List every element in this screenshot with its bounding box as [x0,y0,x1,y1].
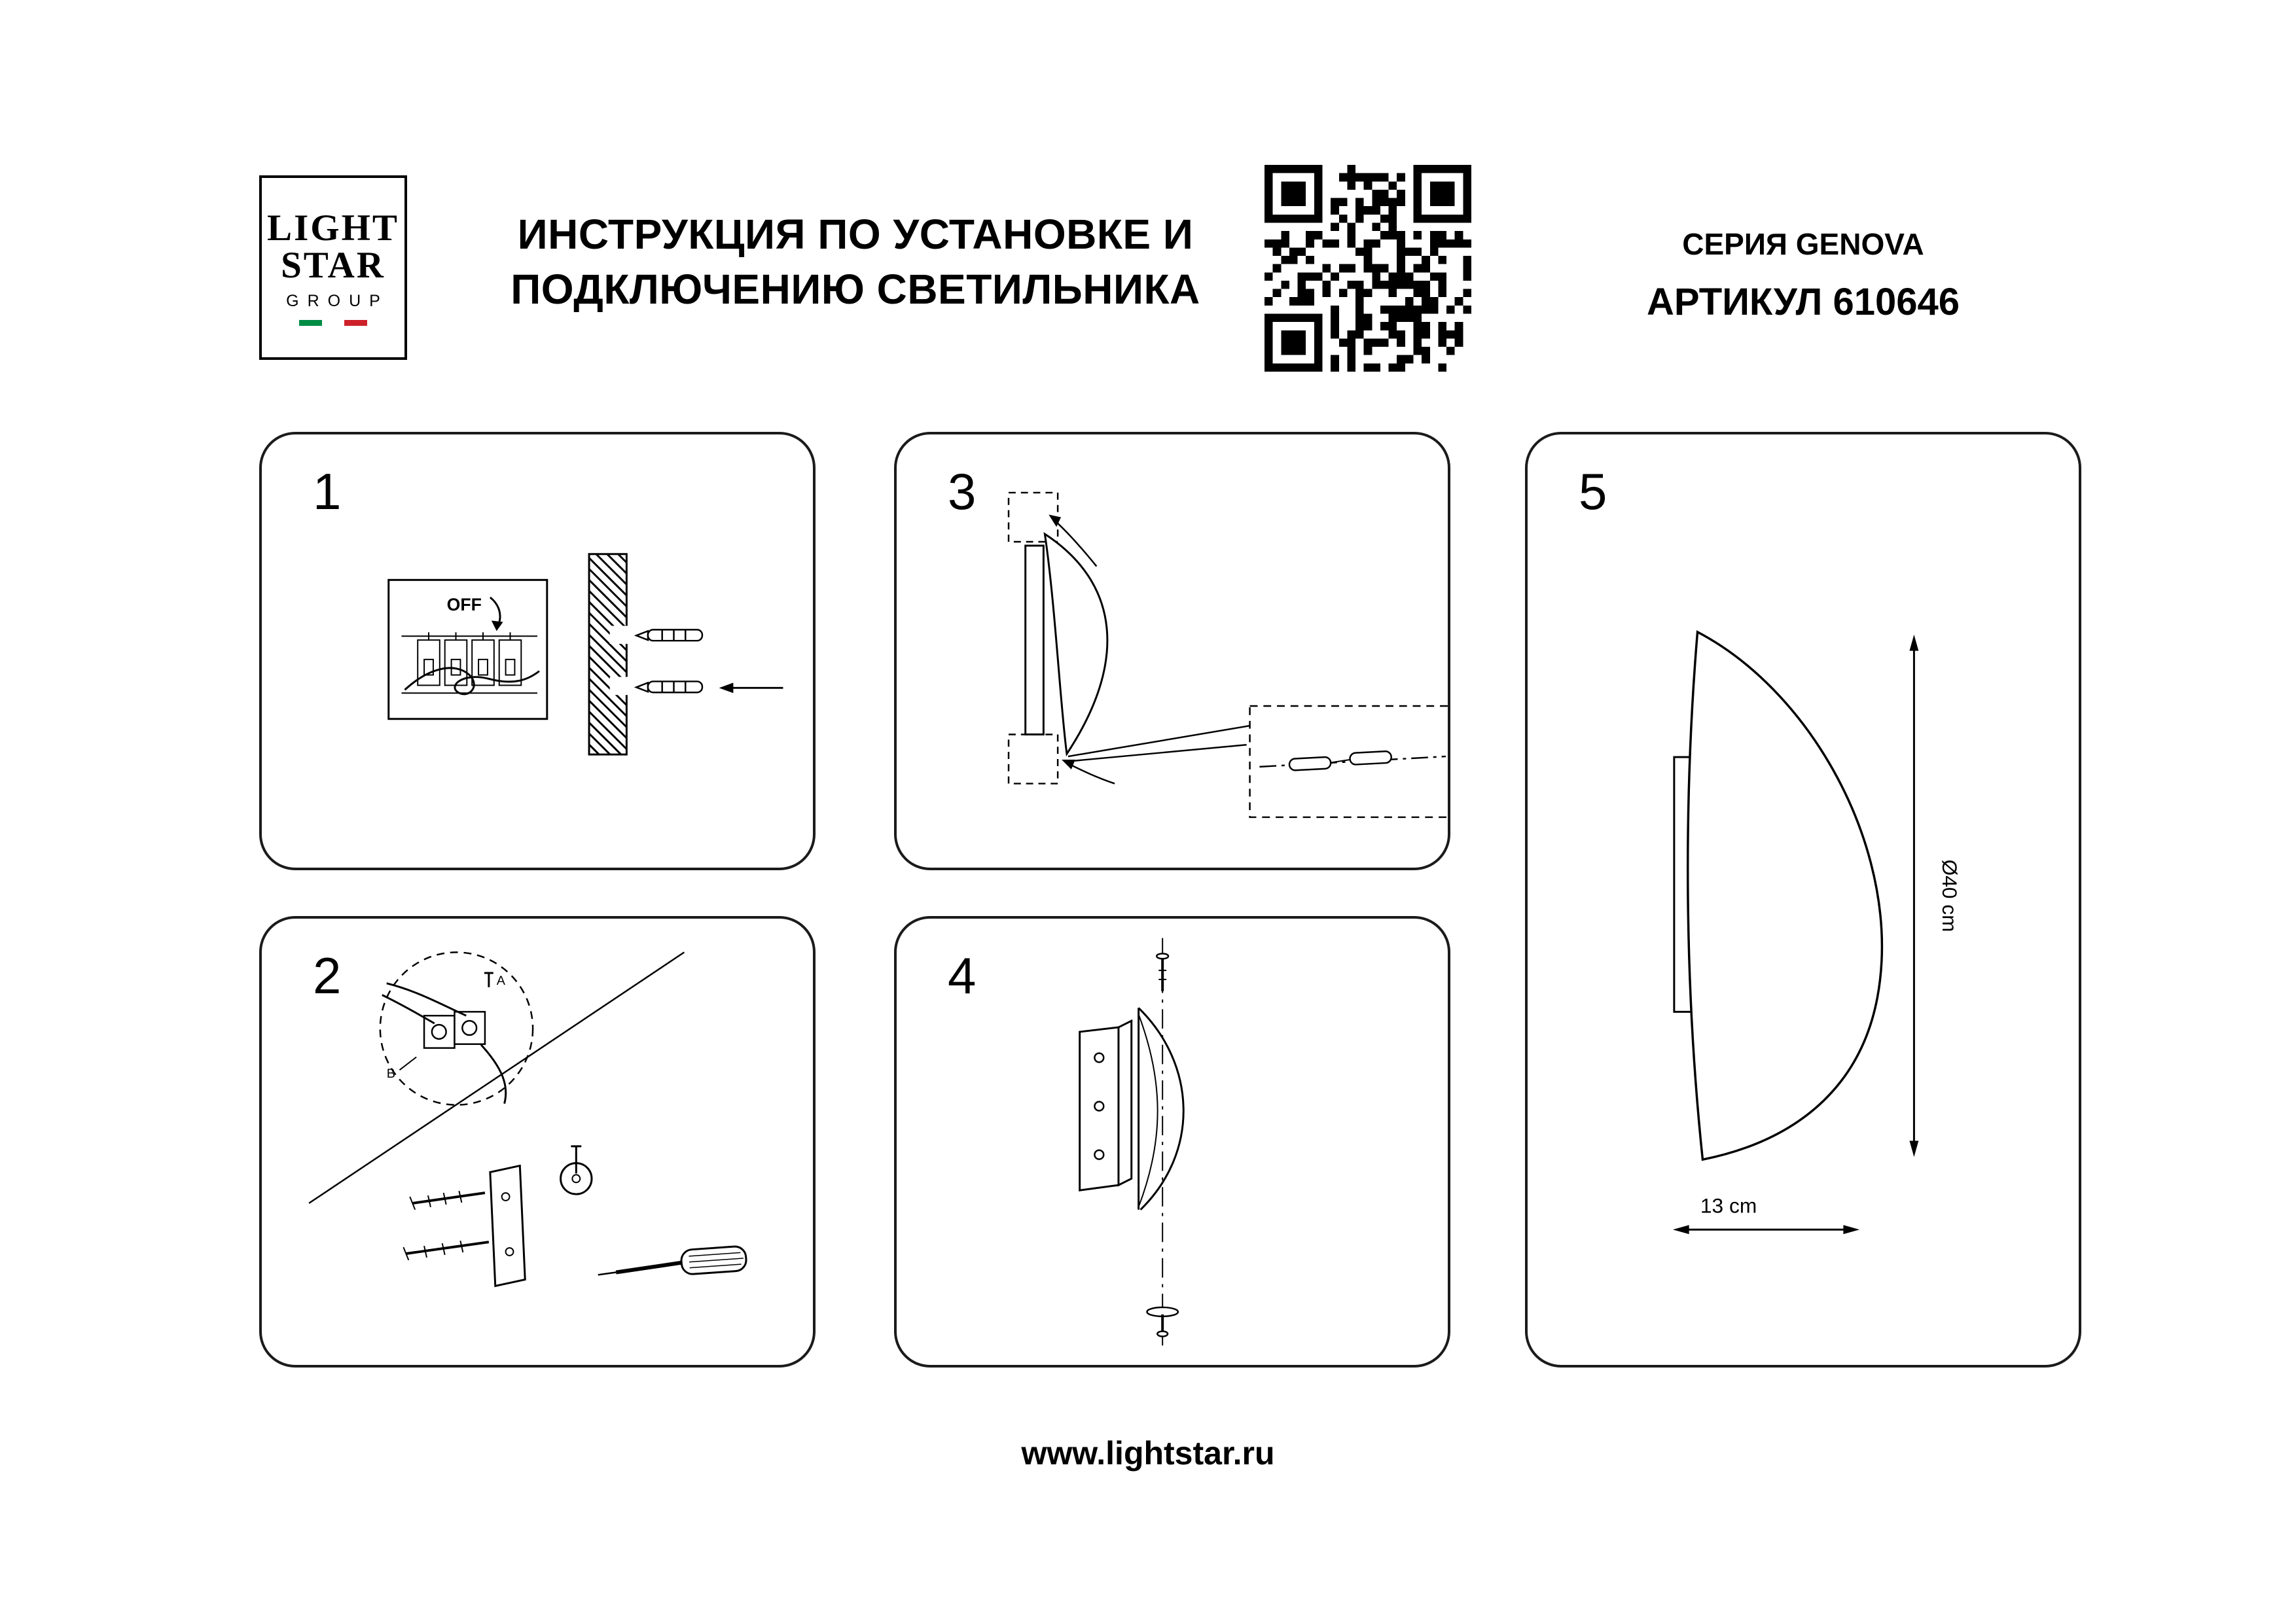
step-1-drawing: OFF [387,553,783,756]
website-url: www.lightstar.ru [1021,1435,1275,1472]
terminal-label-b: B [387,1067,395,1081]
step-1-panel: 1 OFF [259,432,816,870]
logo-text-light: LIGHT [267,207,399,249]
step-1-number: 1 [313,463,342,520]
terminal-label-a: A [497,974,506,988]
diameter-dimension-label: Ø40 cm [1938,860,1962,932]
page-title: ИНСТРУКЦИЯ ПО УСТАНОВКЕ И ПОДКЛЮЧЕНИЮ СВ… [466,207,1245,317]
step-5-number: 5 [1579,463,1607,520]
product-info: СЕРИЯ GENOVA АРТИКУЛ 610646 [1525,226,2081,324]
step-3-drawing [1007,491,1448,819]
depth-dimension-label: 13 cm [1700,1193,1757,1217]
title-line-2: ПОДКЛЮЧЕНИЮ СВЕТИЛЬНИКА [511,266,1200,313]
step-4-number: 4 [948,947,977,1004]
step-2-panel: 2 A B [259,916,816,1368]
off-label: OFF [447,595,482,614]
step-5-drawing: Ø40 cm 13 cm [1672,630,1962,1235]
step-4-panel: 4 [894,916,1450,1368]
step-3-panel: 3 [894,432,1450,870]
step-4-drawing [1079,938,1185,1346]
logo-text-star: STAR [281,245,386,286]
lightstar-logo: LIGHT STAR GROUP [259,175,407,360]
step-5-panel: 5 Ø40 cm 13 cm [1525,432,2081,1368]
title-line-1: ИНСТРУКЦИЯ ПО УСТАНОВКЕ И [517,211,1194,258]
step-2-number: 2 [313,947,342,1004]
article-label: АРТИКУЛ 610646 [1647,281,1960,323]
qr-code [1265,165,1471,372]
series-label: СЕРИЯ GENOVA [1682,227,1924,261]
step-2-drawing: A B [308,951,747,1288]
logo-text-group: GROUP [286,292,389,310]
italian-flag-icon [299,320,368,326]
step-3-number: 3 [948,463,977,520]
